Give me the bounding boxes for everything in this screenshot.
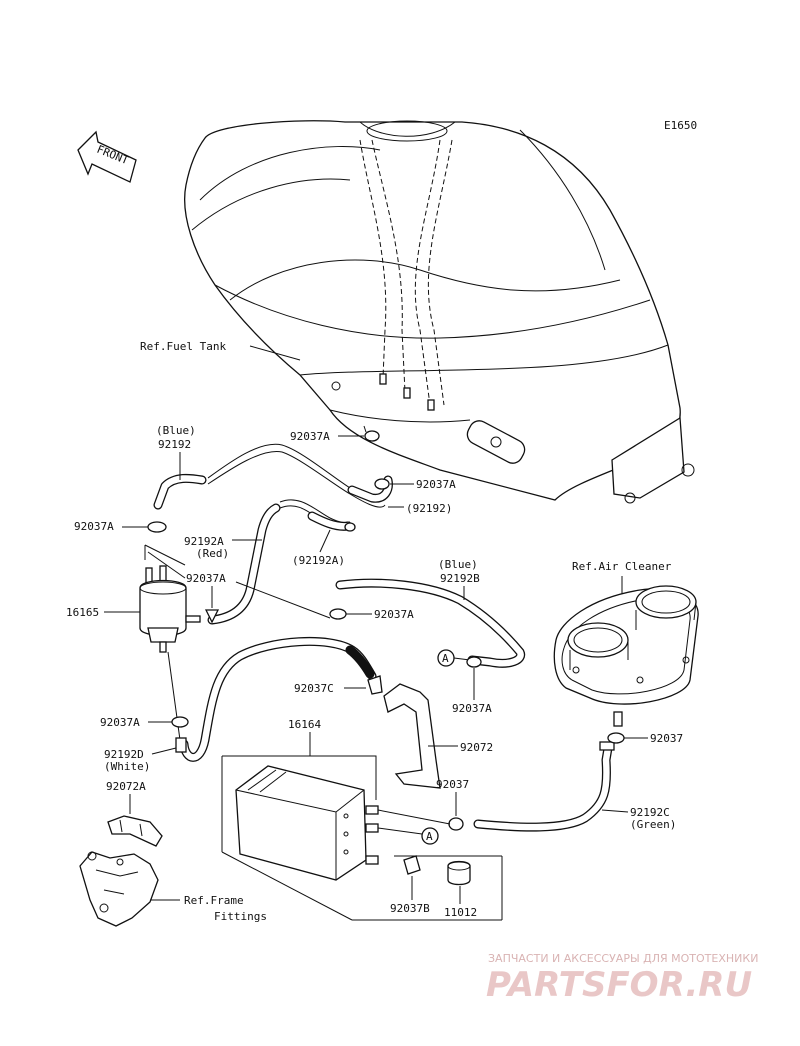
label-92037-canister: 92037 [436,778,469,791]
watermark-subtitle: ЗАПЧАСТИ И АКСЕССУАРЫ ДЛЯ МОТОТЕХНИКИ [488,952,758,965]
label-16165: 16165 [66,606,99,619]
clamp-92037a-lower [171,716,189,728]
label-92037a-1: 92037A [290,430,330,443]
hose-92192c [473,741,615,832]
label-fittings: Fittings [214,910,267,923]
watermark-brand: PARTSFOR.RU [486,965,752,1005]
hose-92192d [167,637,377,762]
label-ref-frame: Ref.Frame [184,894,244,907]
marker-a-upper: A [437,649,471,667]
clamp-92037a-tank-2 [374,478,390,490]
watermark: ЗАПЧАСТИ И АКСЕССУАРЫ ДЛЯ МОТОТЕХНИКИ PA… [486,952,758,1005]
front-arrow-icon: FRONT [77,130,137,183]
label-ref-fuel-tank: Ref.Fuel Tank [140,340,226,353]
label-92072a: 92072A [106,780,146,793]
marker-a-lower: A [421,827,439,845]
label-92037a-3: 92037A [74,520,114,533]
label-92072: 92072 [460,741,493,754]
label-green: (Green) [630,818,676,831]
clamp-92037c [367,675,383,695]
label-ref-air-cleaner: Ref.Air Cleaner [572,560,672,573]
label-11012: 11012 [444,906,477,919]
clamp-92037a-mid [329,608,347,620]
marker-a-upper-label: A [442,652,449,665]
air-cleaner [553,585,699,727]
label-92037b: 92037B [390,902,430,915]
marker-a-lower-label: A [426,830,433,843]
label-92192a: 92192A [184,535,224,548]
label-92037a-7: 92037A [100,716,140,729]
diagram-code: E1650 [664,119,697,132]
label-92037a-6: 92037A [452,702,492,715]
label-92192: 92192 [158,438,191,451]
clamp-92037-air [607,732,625,744]
bracket-92072 [383,683,441,789]
bracket-92072a [107,815,163,847]
clamp-92037a-tank-1 [363,425,380,442]
label-92037a-2: 92037A [416,478,456,491]
cap-11012 [447,860,471,886]
hose-92192 [153,443,393,510]
label-92192c: 92192C [630,806,670,819]
label-92192b: 92192B [440,572,480,585]
frame-fittings [79,851,159,927]
label-16164: 16164 [288,718,321,731]
clamp-92037a-b [466,656,482,668]
clamp-92037b [403,855,421,875]
fuel-tank [184,120,695,504]
label-92192-paren: (92192) [406,502,452,515]
hose-92192a [207,499,356,625]
clamp-92037a-filter [204,609,220,624]
hose-92192b [335,578,526,668]
label-blue-2: (Blue) [438,558,478,571]
label-92037a-4: 92037A [186,572,226,585]
clamp-92037-canister [448,817,464,831]
label-92037c: 92037C [294,682,334,695]
canister-16164 [221,755,503,921]
label-red: (Red) [196,547,229,560]
label-92192a-paren: (92192A) [292,554,345,567]
fuel-filter-16165 [139,521,201,653]
label-blue-1: (Blue) [156,424,196,437]
label-white: (White) [104,760,150,773]
label-92192d: 92192D [104,748,144,761]
label-92037a-5: 92037A [374,608,414,621]
label-92037-air: 92037 [650,732,683,745]
